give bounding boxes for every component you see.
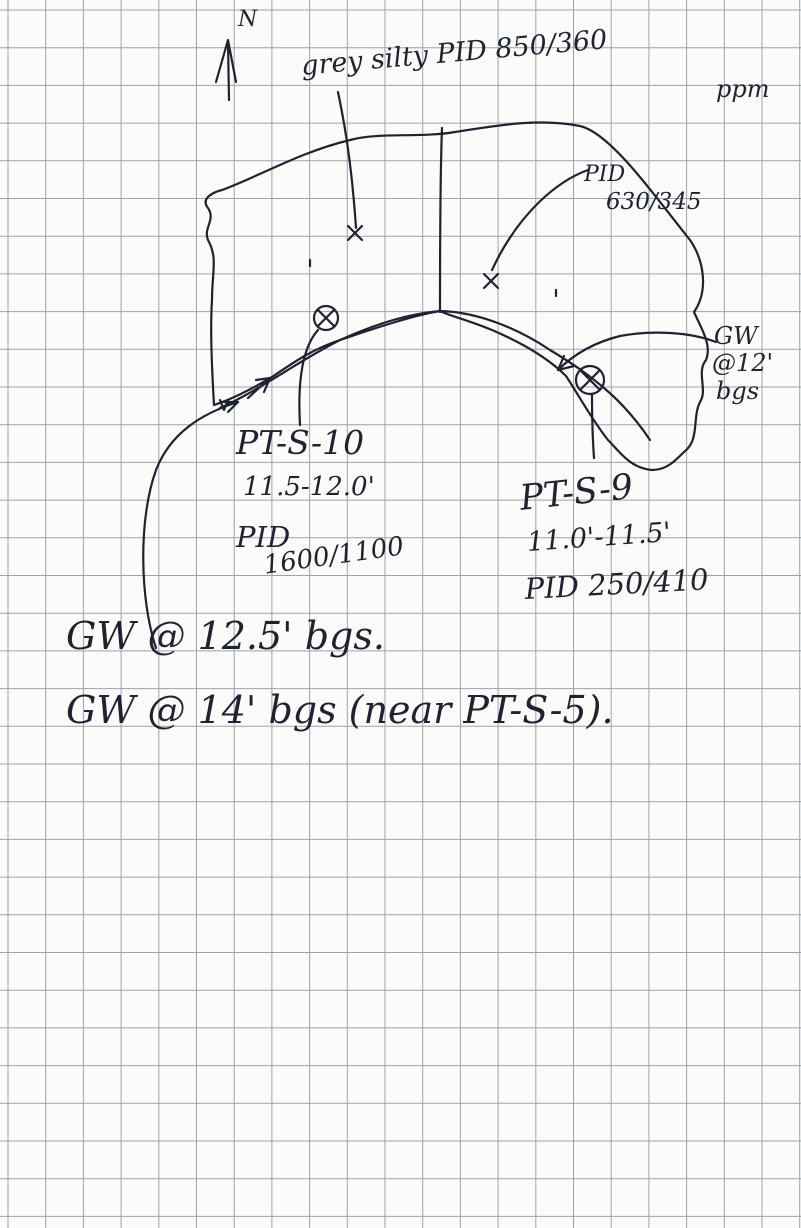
north-arrow: [214, 38, 238, 102]
gw-12-label-line2: @12': [712, 349, 774, 377]
leader-gw-12-5-arrow: [220, 400, 240, 414]
water-level-line: [218, 309, 652, 442]
water-level-arrow: [246, 376, 272, 400]
leader-pt-s-10: [298, 328, 320, 427]
pt-s-10-depth: 11.5-12.0': [243, 472, 375, 502]
pid-right-value: 630/345: [606, 189, 702, 215]
gw-12-5-note: GW @ 12.5' bgs.: [66, 614, 385, 658]
leader-gw-12: [556, 331, 718, 372]
water-level-marker: [218, 398, 230, 412]
leader-gw-12-arrow: [556, 354, 576, 372]
divider-line: [438, 126, 444, 314]
sample-mark-right: [482, 272, 500, 290]
leader-pt-s-9: [590, 392, 596, 460]
sample-mark-grey-silty: [346, 224, 364, 242]
pt-s-10-pid-label: PID: [236, 520, 291, 554]
gw-12-label-line3: bgs: [716, 377, 760, 405]
sample-circle-pt-s-9: [574, 364, 606, 396]
leader-gw-12-5: [142, 400, 240, 650]
sample-circle-cross: [316, 308, 336, 328]
north-label: N: [238, 7, 258, 32]
ppm-unit: ppm: [716, 75, 770, 103]
leader-grey-silty: [336, 90, 358, 230]
sample-circle-pt-s-10: [312, 304, 340, 332]
gw-12-label-line1: GW: [714, 322, 758, 350]
leader-pid-right: [490, 168, 590, 272]
sample-circle-cross: [579, 369, 601, 391]
excavation-outline: [204, 121, 709, 472]
pt-s-10-label: PT-S-10: [236, 423, 365, 462]
pid-right-label: PID: [584, 162, 626, 187]
gw-14-note: GW @ 14' bgs (near PT-S-5).: [66, 688, 614, 732]
